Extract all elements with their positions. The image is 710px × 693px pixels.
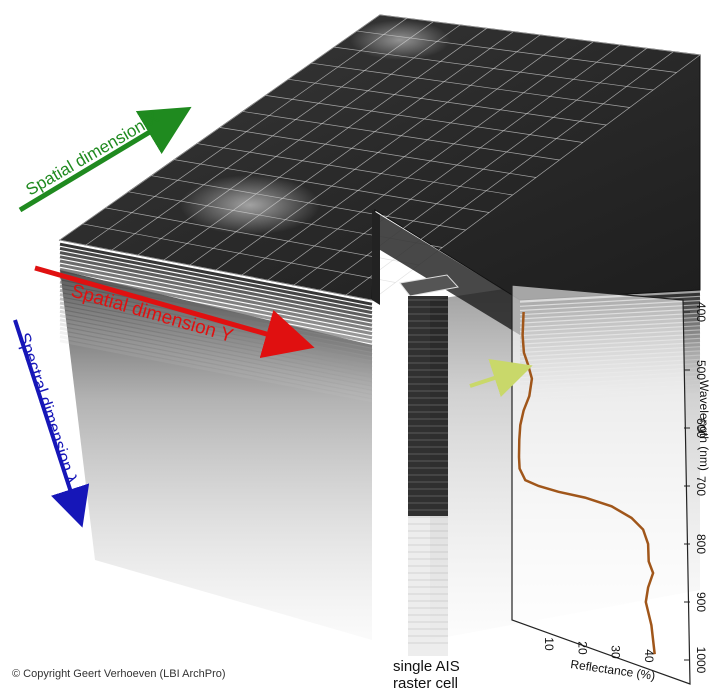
spectral-arrow xyxy=(13,319,90,528)
wavelength-tick-label: 800 xyxy=(694,534,708,554)
wavelength-tick-label: 600 xyxy=(694,418,708,438)
layer-edge-left xyxy=(59,301,373,365)
layer-edge-left xyxy=(59,309,373,373)
top-image-layer xyxy=(58,14,701,301)
layer-edge-left xyxy=(59,318,373,382)
layer-edge-left xyxy=(59,259,373,323)
grid-line xyxy=(241,38,567,276)
single-cell-caption: single AIS raster cell xyxy=(393,658,483,692)
layer-edge-left xyxy=(59,246,373,310)
grid-line xyxy=(293,44,621,286)
grid-line xyxy=(111,21,434,251)
layer-edge-left xyxy=(59,339,373,403)
layer-edge-left xyxy=(59,335,373,399)
reflectance-tick-label: 40 xyxy=(642,649,656,663)
layer-edge-left xyxy=(59,326,373,390)
grid-line xyxy=(267,41,594,281)
layer-edge-left xyxy=(59,267,373,331)
stack-notch-faces xyxy=(372,210,520,335)
cell-to-spectrum-arrow xyxy=(469,358,533,397)
grid-line xyxy=(137,24,461,256)
grid-line xyxy=(215,34,541,271)
grid-line xyxy=(163,28,487,261)
copyright-notice: © Copyright Geert Verhoeven (LBI ArchPro… xyxy=(12,668,226,680)
spatial-y-arrow xyxy=(34,265,315,359)
wavelength-tick-label: 400 xyxy=(694,302,708,322)
layer-edge-left xyxy=(59,305,373,369)
layer-edge-left xyxy=(59,255,373,319)
reflectance-tick-label: 30 xyxy=(609,645,623,659)
grid-line xyxy=(189,31,514,266)
wavelength-axis-label: Wavelength (nm) xyxy=(697,380,710,471)
reflectance-tick-label: 20 xyxy=(575,641,589,655)
layer-edge-left xyxy=(59,330,373,394)
layer-edge-left xyxy=(59,314,373,378)
reflectance-tick-label: 10 xyxy=(542,637,556,651)
layer-edge-left xyxy=(59,293,373,357)
cell-caption-line2: raster cell xyxy=(393,675,459,692)
single-raster-cell-column xyxy=(399,274,459,656)
layer-edge-left xyxy=(59,297,373,361)
layer-edge-left xyxy=(59,242,373,306)
wavelength-tick-label: 500 xyxy=(694,360,708,380)
layer-edge-left xyxy=(59,263,373,327)
wavelength-tick-label: 900 xyxy=(694,592,708,612)
wavelength-tick-label: 1000 xyxy=(694,647,708,674)
layer-edge-left xyxy=(59,322,373,386)
layer-edge-left xyxy=(59,284,373,348)
grid-line xyxy=(59,14,381,241)
layer-edge-left xyxy=(59,272,373,336)
layer-edge-left xyxy=(59,251,373,315)
wavelength-tick-label: 700 xyxy=(694,476,708,496)
spatial-x-arrow xyxy=(18,106,192,213)
grid-line xyxy=(85,18,407,246)
cell-caption-line1: single AIS xyxy=(393,658,460,675)
